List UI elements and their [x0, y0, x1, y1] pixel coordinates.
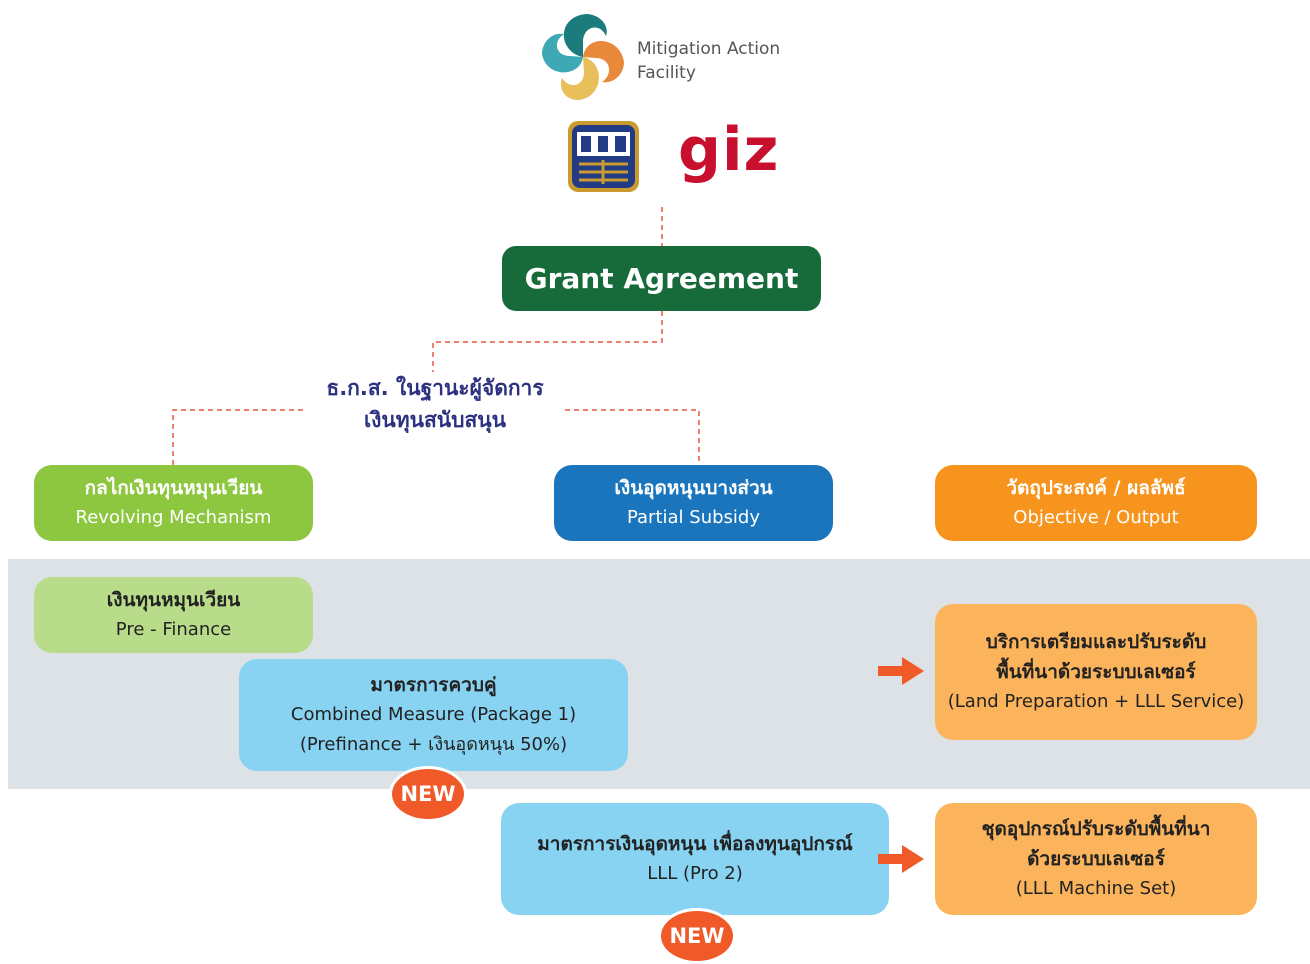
land-preparation-th2: พื้นที่นาด้วยระบบเลเซอร์ [996, 661, 1196, 683]
machine-set-th2: ด้วยระบบเลเซอร์ [1027, 848, 1165, 870]
maf-line2: Facility [637, 63, 696, 83]
giz-logo: giz [678, 115, 780, 185]
machine-set-en: (LLL Machine Set) [1015, 878, 1177, 899]
grant-to-manager-line [432, 311, 663, 372]
new-badge: NEW [389, 766, 467, 822]
manager-to-revolving-line [172, 409, 303, 465]
pre-finance-en: Pre - Finance [115, 619, 232, 640]
land-preparation-en: (Land Preparation + LLL Service) [947, 691, 1245, 712]
pre-finance-box: เงินทุนหมุนเวียน Pre - Finance [34, 577, 313, 653]
arrow-right-icon [878, 845, 924, 873]
arrow-right-icon [878, 657, 924, 685]
partial-subsidy-box: เงินอุดหนุนบางส่วน Partial Subsidy [554, 465, 833, 541]
pre-finance-th: เงินทุนหมุนเวียน [106, 589, 241, 611]
objective-output-box: วัตถุประสงค์ / ผลลัพธ์ Objective / Outpu… [935, 465, 1257, 541]
revolving-mechanism-en: Revolving Mechanism [75, 507, 272, 528]
fund-manager-line2: เงินทุนสนับสนุน [363, 408, 507, 432]
combined-measure-th: มาตรการควบคู่ [370, 674, 497, 696]
objective-output-th: วัตถุประสงค์ / ผลลัพธ์ [1006, 477, 1186, 499]
machine-set-box: ชุดอุปกรณ์ปรับระดับพื้นที่นา ด้วยระบบเลเ… [935, 803, 1257, 915]
fund-manager-line1: ธ.ก.ส. ในฐานะผู้จัดการ [326, 376, 544, 400]
subsidy-measure-box: มาตรการเงินอุดหนุน เพื่อลงทุนอุปกรณ์ LLL… [501, 803, 889, 915]
partial-subsidy-th: เงินอุดหนุนบางส่วน [614, 477, 773, 499]
subsidy-measure-en: LLL (Pro 2) [647, 863, 743, 884]
combined-measure-box: มาตรการควบคู่ Combined Measure (Package … [239, 659, 628, 771]
machine-set-th1: ชุดอุปกรณ์ปรับระดับพื้นที่นา [981, 818, 1211, 840]
grant-agreement-box: Grant Agreement [502, 246, 821, 311]
maf-name: Mitigation Action Facility [637, 37, 780, 85]
grant-agreement-label: Grant Agreement [524, 262, 799, 295]
combined-measure-en2: (Prefinance + เงินอุดหนุน 50%) [299, 734, 568, 755]
land-preparation-th1: บริการเตรียมและปรับระดับ [985, 631, 1207, 653]
fund-manager-label: ธ.ก.ส. ในฐานะผู้จัดการ เงินทุนสนับสนุน [280, 372, 590, 436]
subsidy-measure-th: มาตรการเงินอุดหนุน เพื่อลงทุนอุปกรณ์ [537, 833, 853, 855]
objective-output-en: Objective / Output [1013, 507, 1179, 528]
partial-subsidy-en: Partial Subsidy [626, 507, 760, 528]
new-badge: NEW [658, 908, 736, 964]
maf-line1: Mitigation Action [637, 39, 781, 59]
revolving-mechanism-box: กลไกเงินทุนหมุนเวียน Revolving Mechanism [34, 465, 313, 541]
combined-measure-en1: Combined Measure (Package 1) [290, 704, 577, 725]
land-preparation-box: บริการเตรียมและปรับระดับ พื้นที่นาด้วยระ… [935, 604, 1257, 740]
revolving-mechanism-th: กลไกเงินทุนหมุนเวียน [84, 477, 263, 499]
maf-logo-icon [542, 14, 624, 100]
baac-logo-icon [568, 121, 639, 192]
